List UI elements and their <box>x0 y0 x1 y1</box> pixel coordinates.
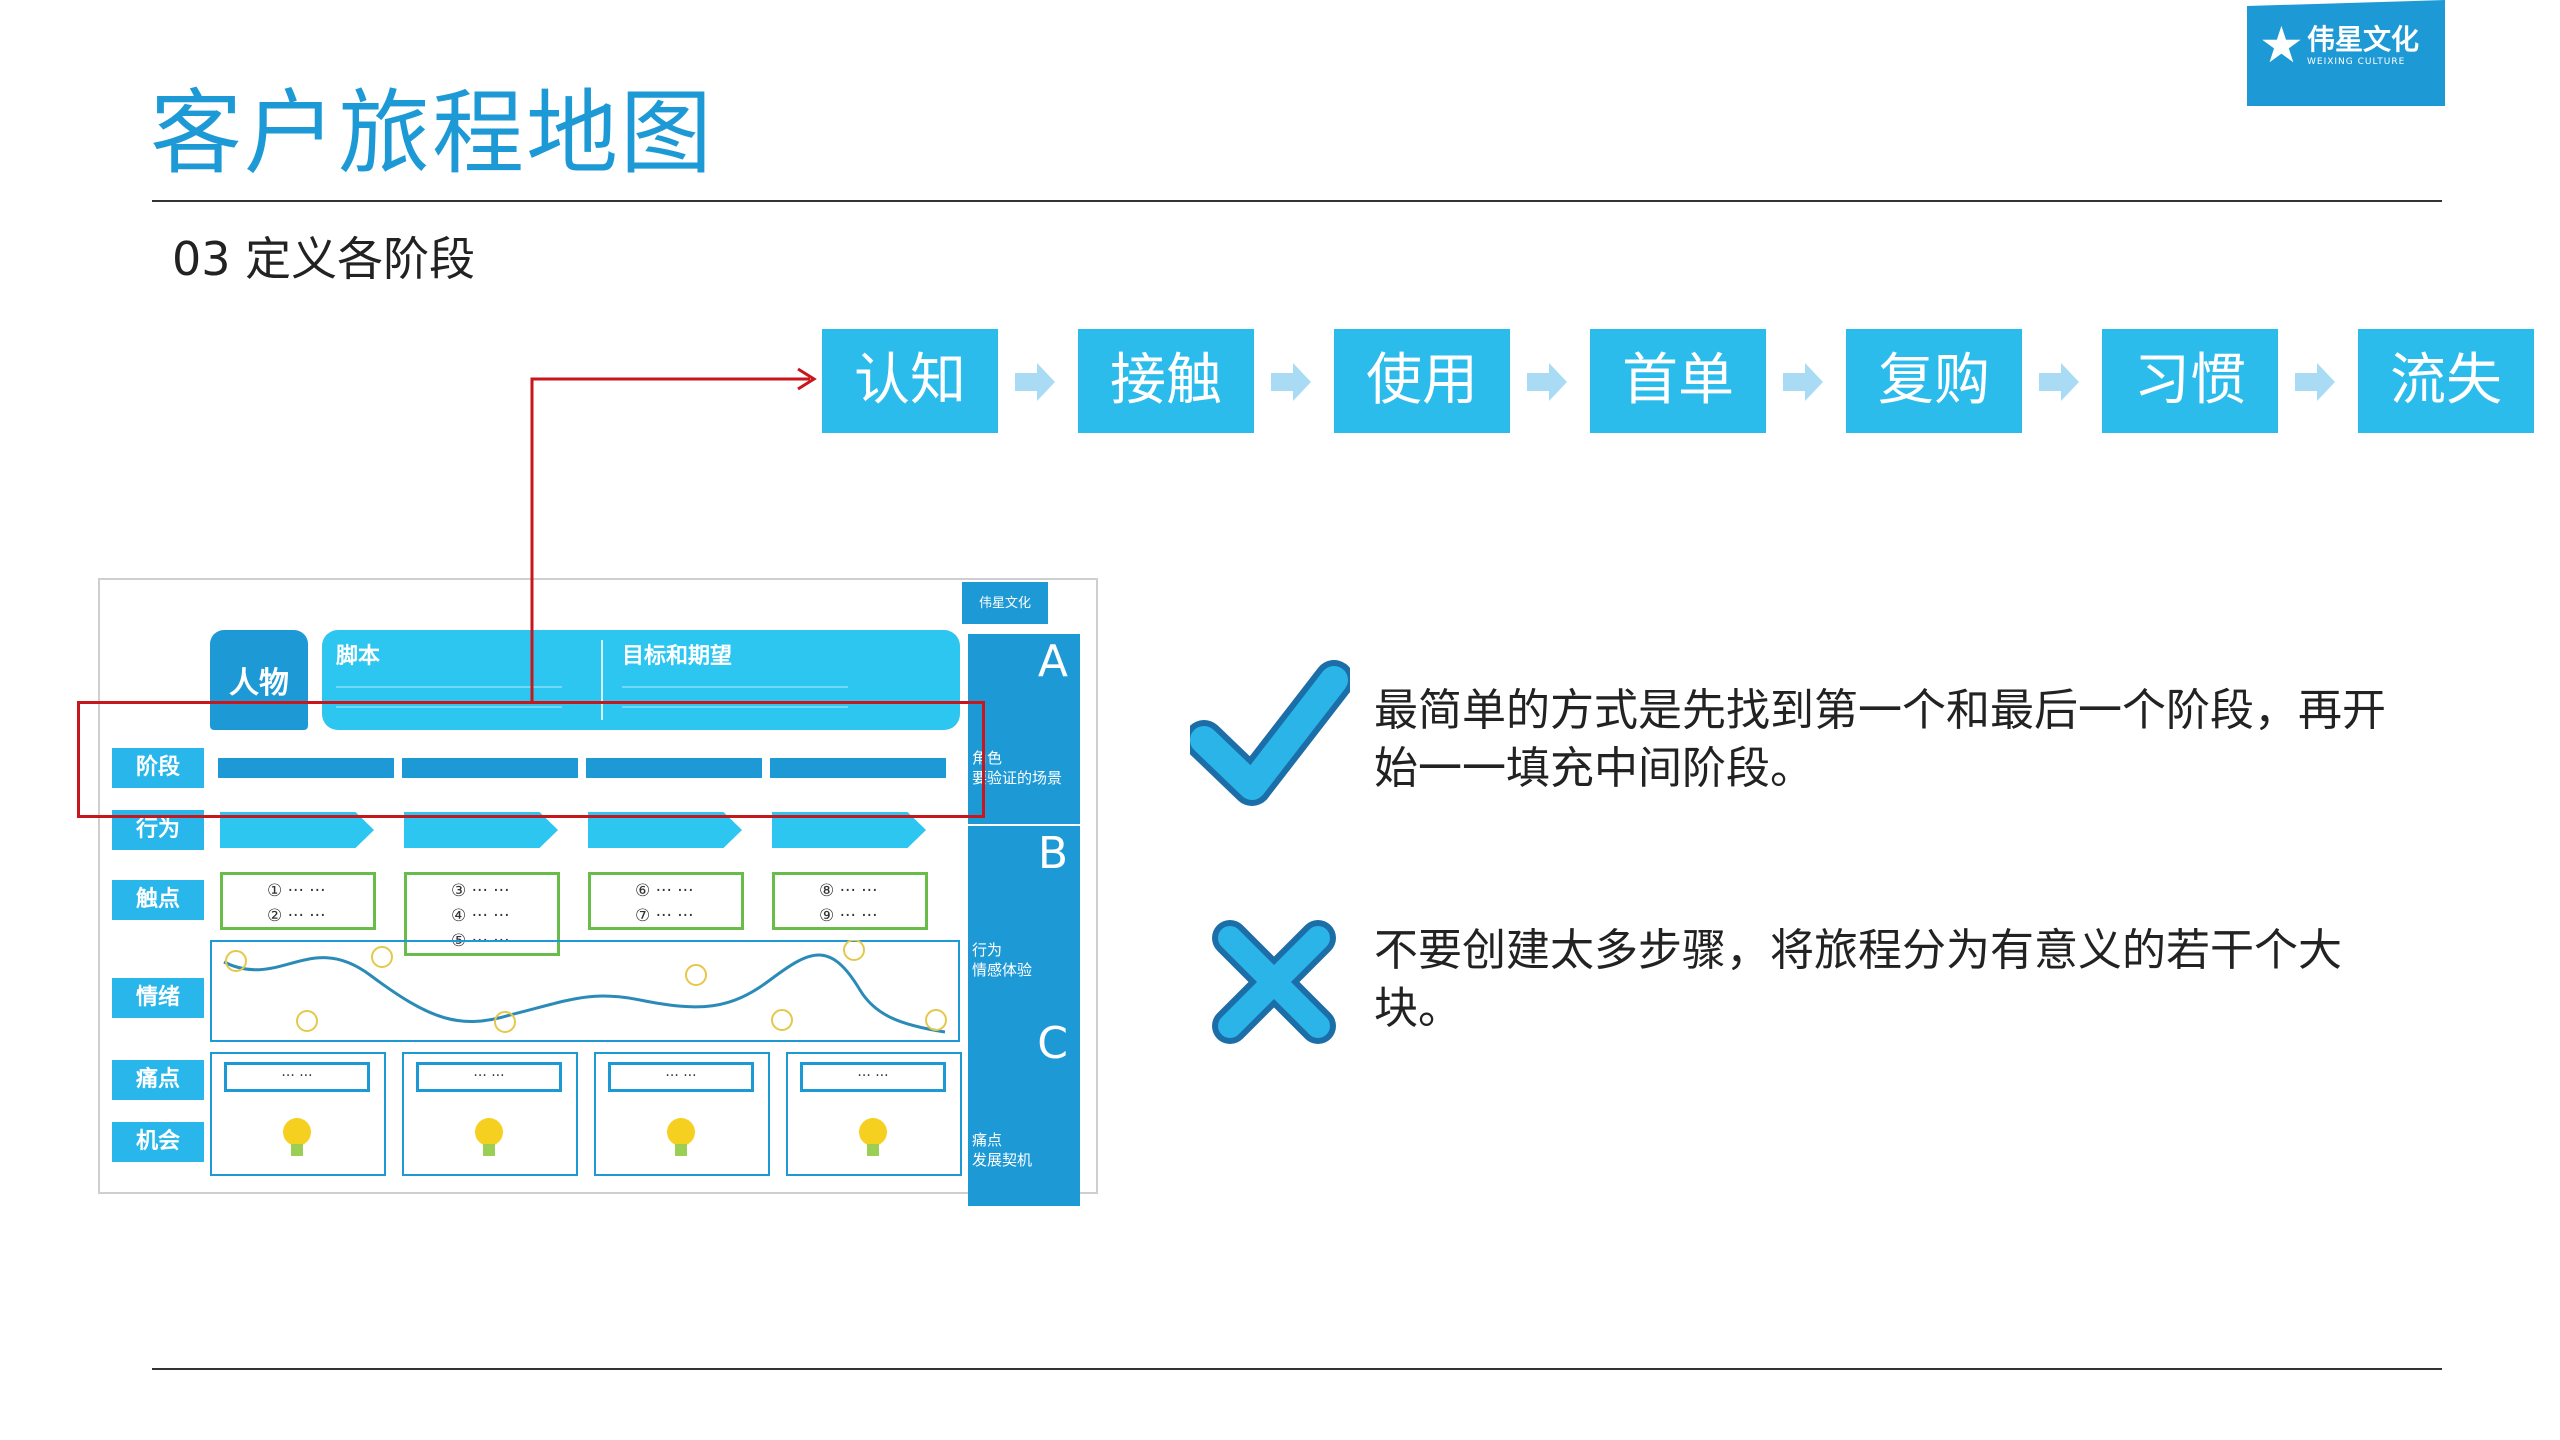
pain-item: ··· ··· <box>800 1062 946 1092</box>
touchpoint-item: ⑦ ··· ··· <box>635 906 694 926</box>
dont-tip-text: 不要创建太多步骤，将旅程分为有意义的若干个大块。 <box>1374 925 2342 1034</box>
touchpoint-box: ① ··· ··· ② ··· ··· <box>220 872 376 930</box>
title-divider <box>152 200 2442 202</box>
touchpoint-item: ⑥ ··· ··· <box>635 881 694 901</box>
pain-opportunity-column: ··· ··· <box>786 1052 962 1176</box>
touchpoint-item: ③ ··· ··· <box>451 881 510 901</box>
logo-subtitle: WEIXING CULTURE <box>2307 57 2406 67</box>
connector-arrow <box>530 367 817 701</box>
row-label-touchpoint: 触点 <box>112 880 204 920</box>
panel-c: C 痛点 发展契机 <box>968 1016 1080 1206</box>
phase-bar <box>218 758 394 778</box>
script-underline <box>336 686 562 688</box>
arrow-right-icon <box>1015 363 1055 401</box>
script-goals-bar <box>322 630 960 730</box>
row-label-opportunity: 机会 <box>112 1122 204 1162</box>
footer-divider <box>152 1368 2442 1370</box>
panel-caption: 情感体验 <box>972 961 1033 979</box>
stage-contact: 接触 <box>1078 329 1254 433</box>
section-subtitle: 03 定义各阶段 <box>172 232 476 286</box>
panel-b: B 行为 情感体验 <box>968 826 1080 1016</box>
mockup-logo: 伟星文化 <box>962 582 1048 624</box>
persona-tab: 人物 <box>210 630 308 730</box>
touchpoint-box: ③ ··· ··· ④ ··· ··· ⑤ ··· ··· <box>404 872 560 956</box>
phase-bar <box>770 758 946 778</box>
pain-item: ··· ··· <box>608 1062 754 1092</box>
behavior-arrow <box>772 812 926 848</box>
stage-awareness: 认知 <box>822 329 998 433</box>
touchpoint-box: ⑥ ··· ··· ⑦ ··· ··· <box>588 872 744 930</box>
row-label-stage: 阶段 <box>112 748 204 788</box>
star-icon: ★ <box>2259 16 2304 74</box>
pain-opportunity-column: ··· ··· <box>402 1052 578 1176</box>
arrow-right-icon <box>1783 363 1823 401</box>
behavior-arrow <box>404 812 558 848</box>
panel-letter: C <box>1037 1018 1068 1069</box>
touchpoint-box: ⑧ ··· ··· ⑨ ··· ··· <box>772 872 928 930</box>
panel-caption: 痛点 <box>972 1131 1003 1149</box>
arrow-right-icon <box>2039 363 2079 401</box>
touchpoint-item: ② ··· ··· <box>267 906 326 926</box>
touchpoint-item: ④ ··· ··· <box>451 906 510 926</box>
arrow-right-icon <box>1527 363 1567 401</box>
panel-a: A 角色 要验证的场景 <box>968 634 1080 824</box>
logo-name: 伟星文化 <box>2307 23 2420 56</box>
stage-habit: 习惯 <box>2102 329 2278 433</box>
pain-item: ··· ··· <box>224 1062 370 1092</box>
row-label-pain: 痛点 <box>112 1060 204 1100</box>
behavior-arrow <box>220 812 374 848</box>
brand-logo: ★ 伟星文化 WEIXING CULTURE <box>2247 0 2445 106</box>
panel-caption: 角色 <box>972 749 1003 767</box>
panel-caption: 要验证的场景 <box>972 769 1063 787</box>
lightbulb-icon <box>475 1118 503 1156</box>
check-icon <box>1190 660 1350 806</box>
pain-opportunity-column: ··· ··· <box>594 1052 770 1176</box>
emotion-area <box>210 940 960 1042</box>
stage-first-order: 首单 <box>1590 329 1766 433</box>
panel-caption: 发展契机 <box>972 1151 1033 1169</box>
lightbulb-icon <box>283 1118 311 1156</box>
cross-icon <box>1212 920 1336 1044</box>
pain-item: ··· ··· <box>416 1062 562 1092</box>
lightbulb-icon <box>667 1118 695 1156</box>
goals-underline <box>622 706 848 708</box>
do-tip-text: 最简单的方式是先找到第一个和最后一个阶段，再开始一一填充中间阶段。 <box>1374 685 2386 794</box>
touchpoint-item: ⑨ ··· ··· <box>819 906 878 926</box>
stage-churn: 流失 <box>2358 329 2534 433</box>
arrow-right-icon <box>1271 363 1311 401</box>
goals-label: 目标和期望 <box>622 644 733 669</box>
goals-underline <box>622 686 848 688</box>
emotion-curve <box>223 940 947 1034</box>
script-divider <box>601 640 603 720</box>
page-title: 客户旅程地图 <box>150 80 715 187</box>
lightbulb-icon <box>859 1118 887 1156</box>
panel-letter: B <box>1037 828 1068 879</box>
panel-caption: 行为 <box>972 941 1003 959</box>
stage-row-highlight <box>77 701 985 818</box>
touchpoint-item: ⑧ ··· ··· <box>819 881 878 901</box>
touchpoint-item: ① ··· ··· <box>267 881 326 901</box>
pain-opportunity-column: ··· ··· <box>210 1052 386 1176</box>
phase-bar <box>402 758 578 778</box>
row-label-emotion: 情绪 <box>112 978 204 1018</box>
stage-repurchase: 复购 <box>1846 329 2022 433</box>
behavior-arrow <box>588 812 742 848</box>
script-underline <box>336 706 562 708</box>
arrow-right-icon <box>2295 363 2335 401</box>
stage-use: 使用 <box>1334 329 1510 433</box>
panel-letter: A <box>1037 636 1068 687</box>
phase-bar <box>586 758 762 778</box>
script-label: 脚本 <box>336 644 381 669</box>
